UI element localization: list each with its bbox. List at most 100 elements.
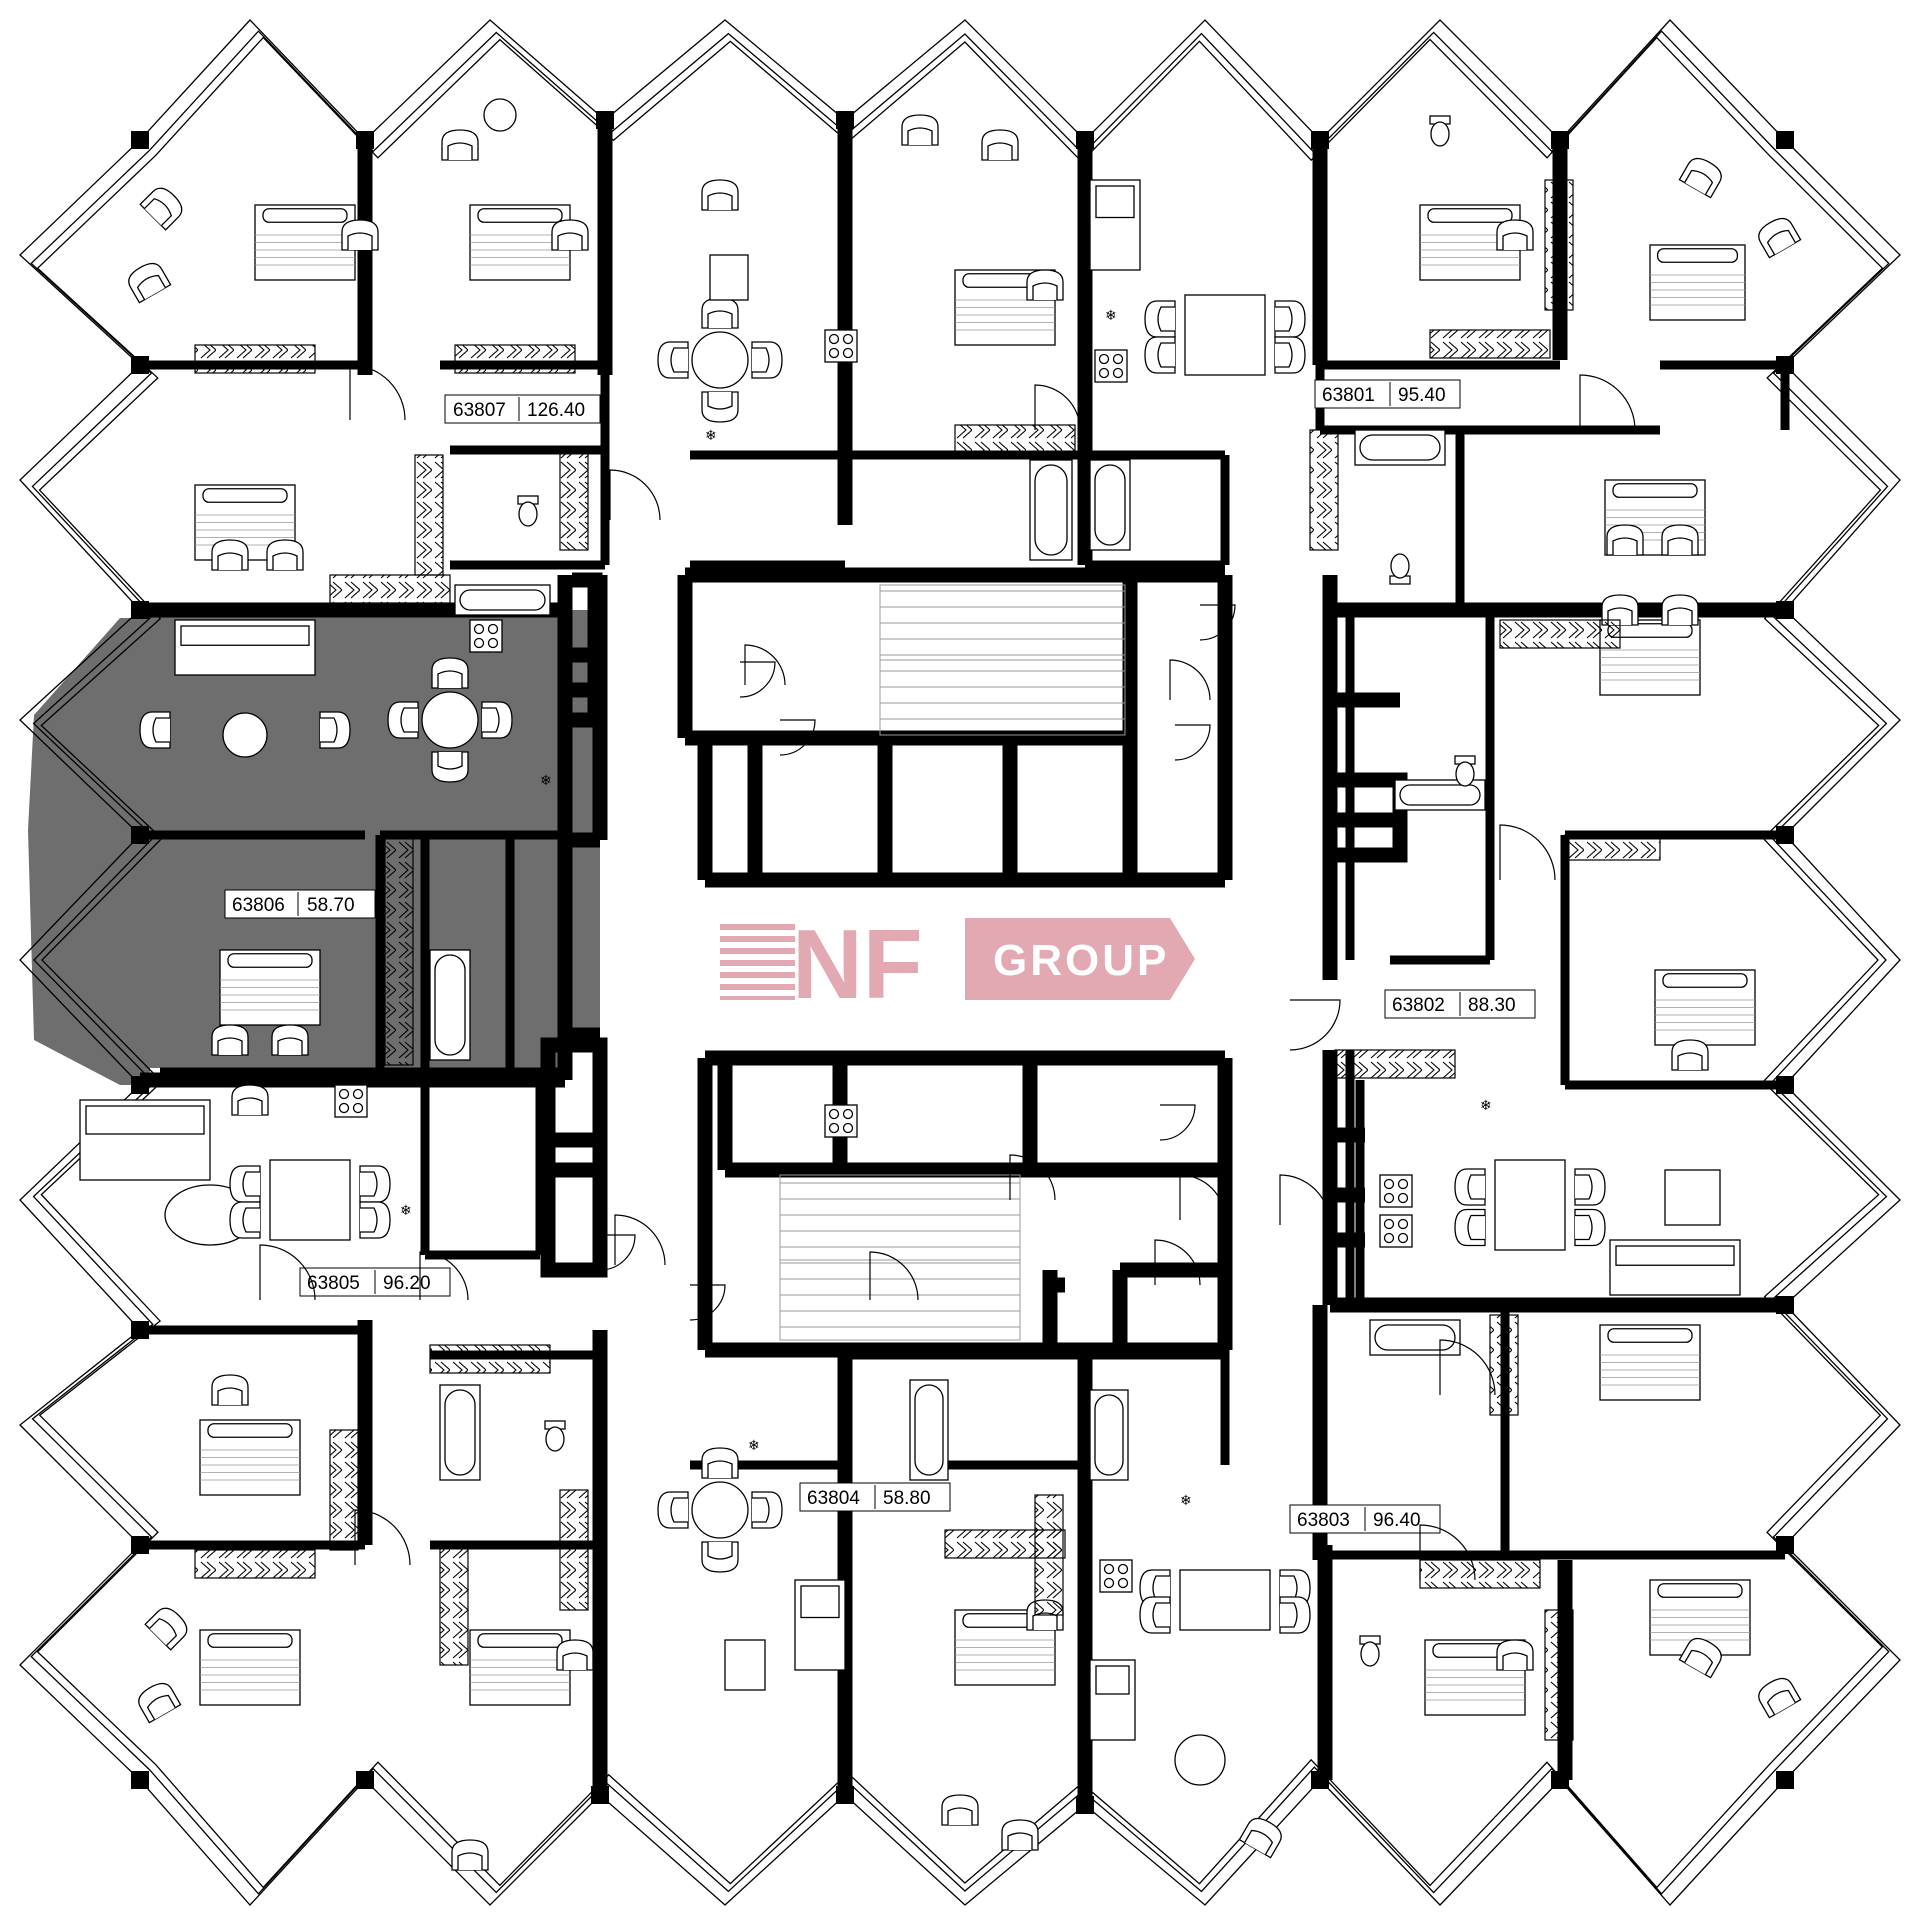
door-swing-icon [1499, 824, 1556, 881]
toilet-icon [517, 495, 539, 527]
apartment-number: 63803 [1297, 1510, 1350, 1531]
armchair-icon [1001, 1819, 1039, 1851]
stove-icon [824, 1104, 858, 1138]
armchair-icon [1758, 1677, 1802, 1719]
dining-table-icon [269, 1159, 351, 1241]
armchair-icon [1238, 1817, 1282, 1859]
apartment-number: 63807 [453, 400, 506, 421]
bathtub-icon [909, 1379, 949, 1481]
stove-icon [824, 329, 858, 363]
door-swing-icon [614, 1214, 666, 1266]
door-swing-icon [1009, 1154, 1056, 1201]
armchair-icon [451, 1839, 489, 1871]
apartment-area: 126.40 [527, 400, 585, 421]
armchair-icon [1758, 217, 1802, 259]
armchair-icon [211, 539, 249, 571]
armchair-icon [709, 254, 749, 301]
stove-icon [1094, 349, 1128, 383]
wardrobe-icon [1564, 834, 1661, 861]
door-swing-icon [1174, 724, 1211, 761]
armchair-icon [1144, 336, 1176, 374]
apartment-number: 63805 [307, 1273, 360, 1294]
toilet-icon [1389, 553, 1411, 585]
armchair-icon [751, 341, 783, 379]
bed-icon [1654, 969, 1756, 1046]
door-swing-icon [1419, 1524, 1476, 1581]
label-63802[interactable]: 63802 88.30 [1384, 989, 1536, 1019]
armchair-icon [751, 1491, 783, 1529]
wardrobe-icon [439, 1544, 469, 1666]
door-swing-icon [349, 364, 406, 421]
toilet-icon [1359, 1635, 1381, 1667]
table-icon [222, 712, 268, 758]
facade-column [131, 131, 149, 149]
label-63807[interactable]: 63807 126.40 [444, 394, 601, 424]
facade-column [131, 1771, 149, 1789]
wardrobe-icon [454, 344, 576, 374]
armchair-icon [319, 711, 351, 749]
apartment-area: 95.40 [1398, 385, 1446, 406]
apartment-number: 63806 [232, 895, 285, 916]
stove-icon [469, 619, 503, 653]
wardrobe-icon [559, 1489, 589, 1611]
apartment-number: 63802 [1392, 995, 1445, 1016]
bathtub-icon [454, 584, 551, 616]
armchair-icon [551, 219, 589, 251]
wardrobe-icon [1544, 1609, 1574, 1741]
door-swing-icon [609, 469, 661, 521]
door-swing-icon [1179, 1174, 1226, 1221]
armchair-icon [724, 1639, 766, 1691]
label-63804[interactable]: 63804 58.80 [799, 1482, 951, 1512]
door-swing-icon [1439, 1339, 1496, 1396]
armchair-icon [341, 219, 379, 251]
door-swing-icon [1289, 999, 1341, 1051]
sofa-icon [174, 619, 316, 676]
stove-icon [1099, 1559, 1133, 1593]
facade-column [1776, 1771, 1794, 1789]
table-icon [421, 691, 479, 749]
bed-icon [219, 949, 321, 1026]
armchair-icon [941, 1794, 979, 1826]
label-63805[interactable]: 63805 96.20 [299, 1267, 451, 1297]
facade-column [1776, 131, 1794, 149]
label-63801[interactable]: 63801 95.40 [1314, 379, 1461, 409]
armchair-icon [211, 1374, 249, 1406]
armchair-icon [481, 701, 513, 739]
armchair-icon [211, 1024, 249, 1056]
label-63806[interactable]: 63806 58.70 [224, 889, 376, 919]
logo-word: GROUP [993, 936, 1169, 985]
armchair-icon [1678, 1637, 1722, 1679]
logo-mark: NF [720, 909, 923, 1019]
armchair-icon [701, 391, 739, 423]
wardrobe-icon [1334, 1049, 1456, 1079]
armchair-icon [701, 179, 739, 211]
toilet-icon [1454, 755, 1476, 787]
armchair-icon [901, 114, 939, 146]
snowflake-icon: ❄ [748, 1438, 760, 1454]
door-swing-icon [744, 644, 786, 686]
door-swing-icon [354, 1509, 411, 1566]
bed-icon [1649, 244, 1746, 321]
label-63803[interactable]: 63803 96.40 [1289, 1504, 1441, 1534]
snowflake-icon: ❄ [705, 428, 717, 444]
door-swing-icon [1199, 604, 1236, 641]
apartment-area: 58.70 [307, 895, 355, 916]
table-icon [1174, 1734, 1226, 1786]
armchair-icon [1454, 1208, 1486, 1247]
armchair-icon [1279, 1596, 1311, 1634]
armchair-icon [139, 187, 183, 231]
door-swing-icon [1154, 1239, 1201, 1286]
wardrobe-icon [954, 424, 1076, 454]
apartment-area: 96.20 [383, 1273, 431, 1294]
armchair-icon [231, 1084, 269, 1116]
bed-icon [254, 204, 356, 281]
bathtub-icon [1089, 1389, 1129, 1481]
armchair-icon [359, 1201, 391, 1239]
armchair-icon [229, 1165, 261, 1203]
apartment-labels: 63807 126.40 63801 95.40 63806 58.70 638… [224, 379, 1536, 1534]
dining-table-icon [1179, 1569, 1271, 1631]
wardrobe-icon [429, 1344, 551, 1374]
door-swing-icon [1159, 1104, 1196, 1141]
staircase-north [879, 584, 1126, 736]
armchair-icon [431, 657, 469, 689]
